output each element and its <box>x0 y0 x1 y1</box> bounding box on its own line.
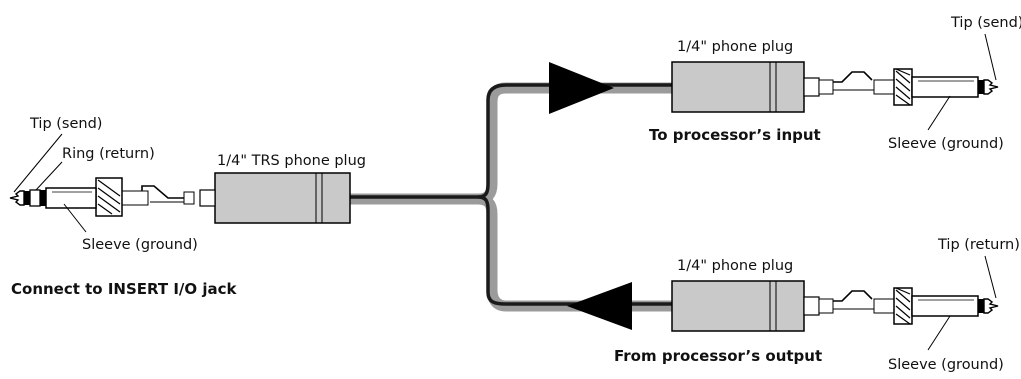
trs-plug-type-label: 1/4" TRS phone plug <box>217 153 366 169</box>
cable-main <box>200 82 672 312</box>
send-tip-label: Tip (send) <box>950 15 1021 31</box>
return-caption: From processor’s output <box>614 347 822 365</box>
send-plug-body <box>671 61 805 113</box>
send-direction-arrow <box>549 62 614 114</box>
send-caption: To processor’s input <box>649 126 821 144</box>
trs-plug: Tip (send) Ring (return) Sleeve (ground)… <box>9 116 366 298</box>
send-plug: Tip (send) Sleeve (ground) 1/4" phone pl… <box>649 15 1021 152</box>
return-plug-type-label: 1/4" phone plug <box>677 258 793 274</box>
send-plug-type-label: 1/4" phone plug <box>677 39 793 55</box>
return-sleeve-label: Sleeve (ground) <box>888 357 1004 373</box>
trs-ring <box>29 189 41 207</box>
return-direction-arrow <box>567 282 632 330</box>
trs-caption: Connect to INSERT I/O jack <box>11 280 238 298</box>
return-tip-label: Tip (return) <box>937 237 1020 253</box>
return-plug-body <box>671 280 805 332</box>
send-sleeve-label: Sleeve (ground) <box>888 136 1004 152</box>
trs-tip <box>9 190 25 206</box>
trs-plug-body <box>214 172 351 224</box>
trs-tip-label: Tip (send) <box>29 116 102 132</box>
trs-sleeve-label: Sleeve (ground) <box>82 237 198 253</box>
trs-ring-label: Ring (return) <box>62 146 155 162</box>
return-plug: Tip (return) Sleeve (ground) 1/4" phone … <box>614 237 1020 373</box>
trs-sleeve <box>45 187 97 209</box>
